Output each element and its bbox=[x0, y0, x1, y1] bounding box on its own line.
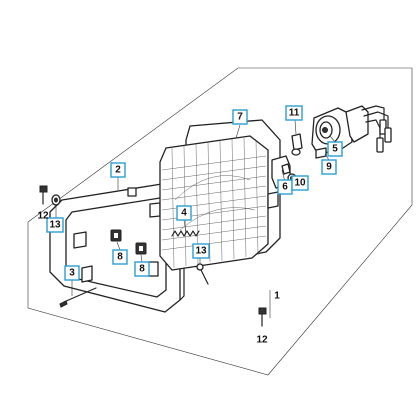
callout-5[interactable]: 5 bbox=[327, 141, 343, 157]
svg-text:6: 6 bbox=[282, 182, 288, 193]
svg-text:9: 9 bbox=[326, 162, 332, 173]
svg-text:5: 5 bbox=[332, 144, 338, 155]
callout-7[interactable]: 7 bbox=[232, 109, 248, 125]
svg-text:2: 2 bbox=[115, 165, 121, 176]
label-1-assembly: 1 bbox=[274, 291, 280, 302]
clip-nut-lower bbox=[135, 242, 147, 255]
callout-8-lower[interactable]: 8 bbox=[134, 261, 150, 277]
callout-10[interactable]: 10 bbox=[291, 175, 309, 191]
svg-text:13: 13 bbox=[49, 220, 61, 231]
callout-2[interactable]: 2 bbox=[110, 162, 126, 178]
svg-text:10: 10 bbox=[294, 178, 306, 189]
callout-6[interactable]: 6 bbox=[277, 179, 293, 195]
svg-text:13: 13 bbox=[195, 246, 207, 257]
mounting-bolt-bottom bbox=[258, 307, 267, 327]
label-12-bottom: 12 bbox=[256, 335, 268, 346]
label-12-left: 12 bbox=[37, 211, 49, 222]
headlight-bulb-socket bbox=[311, 105, 392, 159]
callout-9[interactable]: 9 bbox=[321, 159, 337, 175]
assembly-boundary-outline bbox=[27, 67, 413, 376]
callout-13-bottom[interactable]: 13 bbox=[192, 243, 210, 259]
callout-3[interactable]: 3 bbox=[64, 265, 80, 281]
adjusting-spring bbox=[171, 230, 200, 237]
callout-11[interactable]: 11 bbox=[285, 105, 303, 121]
headlight-rim bbox=[49, 177, 185, 313]
position-bulb bbox=[291, 133, 303, 156]
svg-text:8: 8 bbox=[117, 252, 123, 263]
adjusting-screw bbox=[59, 287, 97, 308]
svg-text:4: 4 bbox=[181, 208, 187, 219]
leader-lines bbox=[55, 119, 336, 296]
callout-13-left[interactable]: 13 bbox=[46, 217, 64, 233]
headlight-unit bbox=[159, 119, 291, 271]
svg-text:8: 8 bbox=[139, 264, 145, 275]
callout-4[interactable]: 4 bbox=[176, 205, 192, 221]
svg-text:7: 7 bbox=[237, 112, 243, 123]
clip-nut-upper bbox=[110, 229, 122, 242]
callout-8-upper[interactable]: 8 bbox=[112, 249, 128, 265]
mounting-bolt-left bbox=[39, 185, 48, 205]
grommet-left bbox=[51, 194, 61, 206]
svg-text:3: 3 bbox=[69, 268, 75, 279]
svg-text:11: 11 bbox=[289, 108, 300, 119]
screw-13-bottom bbox=[196, 263, 209, 285]
